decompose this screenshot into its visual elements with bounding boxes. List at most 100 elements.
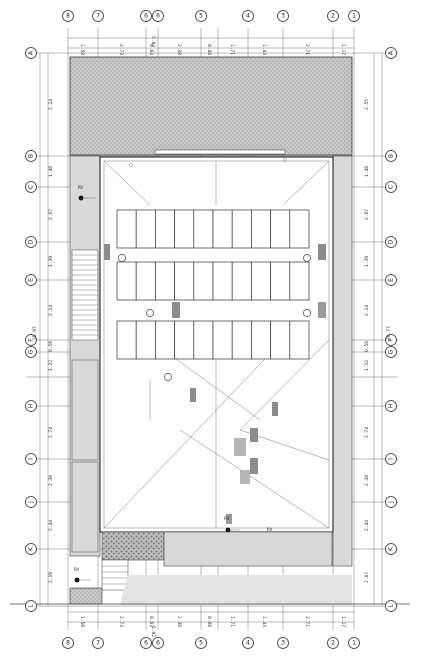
solar-panel	[289, 209, 310, 249]
dimension-value: 1.71	[229, 44, 235, 55]
left-dimension-string	[39, 53, 49, 606]
dimension-value: 2.44	[48, 520, 54, 531]
solar-panel	[193, 320, 214, 360]
solar-panel	[212, 320, 233, 360]
overall-dim-right: 28.77	[386, 326, 392, 340]
roof-drains	[118, 158, 311, 381]
grid-bubble-row: C	[25, 181, 37, 193]
svg-text:7: 7	[96, 13, 100, 20]
grid-bubble-row: L	[385, 600, 397, 612]
dimension-value: 1.48	[364, 166, 370, 177]
dimension-value: 1.71	[229, 616, 235, 627]
grid-bubble-column: 8	[62, 637, 74, 649]
solar-panel	[231, 261, 252, 301]
dimension-value: 1.32	[364, 360, 370, 371]
svg-text:RV: RV	[267, 527, 273, 532]
svg-text:6: 6	[156, 640, 160, 647]
solar-panel-arrays	[116, 209, 310, 360]
svg-text:5: 5	[199, 640, 203, 647]
bottom-left-hatch	[69, 587, 103, 605]
dimension-value: 1.32	[48, 360, 54, 371]
solar-panel	[289, 320, 310, 360]
solar-panel	[193, 209, 214, 249]
dimension-value: 2.38	[364, 475, 370, 486]
grid-bubble-column: 5	[195, 10, 207, 22]
grid-bubble-row: L	[25, 600, 37, 612]
dimension-value: 1.43	[261, 616, 267, 627]
dimension-value: 1.58	[79, 616, 85, 627]
grid-bubble-row: G	[25, 346, 37, 358]
dimension-value: 1.17	[340, 616, 346, 627]
dimension-value: 2.73	[118, 616, 124, 627]
dimension-value: 2.38	[176, 616, 182, 627]
solar-panel	[212, 209, 233, 249]
grid-bubble-row: C	[385, 181, 397, 193]
solar-panel	[135, 320, 156, 360]
solar-panel	[212, 261, 233, 301]
grid-bubble-column: 4	[242, 10, 254, 22]
solar-panel	[251, 209, 271, 249]
overall-dim-left: 28.97	[32, 326, 38, 340]
svg-text:3: 3	[281, 640, 285, 647]
grid-bubble-row: J	[385, 496, 397, 508]
grid-bubble-column: 8	[62, 10, 74, 22]
svg-text:7: 7	[96, 640, 100, 647]
grid-bubble-column: 1	[348, 10, 360, 22]
grid-bubble-row: K	[25, 543, 37, 555]
roof-terrace-top	[69, 56, 353, 156]
bottom-terrace-gray	[163, 531, 333, 567]
svg-text:J: J	[388, 501, 395, 504]
solar-panel	[231, 320, 252, 360]
dimension-value: 1.39	[48, 256, 54, 267]
dimension-value: 1.48	[48, 166, 54, 177]
right-walkway	[332, 155, 353, 567]
grid-bubble-row: B	[25, 150, 37, 162]
planter-area	[101, 531, 165, 561]
grid-bubble-column: 3	[277, 10, 289, 22]
left-walkway	[69, 155, 101, 557]
grid-bubble-row: F	[385, 334, 397, 346]
grid-bubble-row: A	[385, 47, 397, 59]
svg-text:J: J	[28, 501, 35, 504]
solar-panel	[174, 209, 195, 249]
svg-text:1: 1	[352, 13, 356, 20]
ground-shadow	[120, 575, 352, 605]
grid-bubble-row: F	[25, 334, 37, 346]
dimension-value: 2.38	[48, 475, 54, 486]
bottom-dimension-string	[68, 611, 354, 623]
solar-panel	[270, 261, 291, 301]
main-roof-inner	[103, 160, 330, 529]
dimension-value: 2.38	[176, 44, 182, 55]
grid-bubble-row: H	[385, 400, 397, 412]
solar-panel	[270, 320, 291, 360]
solar-panel	[174, 320, 195, 360]
grid-bubble-row: A	[25, 47, 37, 59]
svg-text:2: 2	[331, 640, 335, 647]
grid-bubble-row: E	[385, 274, 397, 286]
dimension-value: 2.71	[304, 44, 310, 55]
solar-panel	[251, 261, 271, 301]
dimension-value: 2.74	[364, 427, 370, 438]
dimension-value: 2.73	[118, 44, 124, 55]
grid-bubble-column: 7	[92, 10, 104, 22]
dimension-value: 0.63	[148, 616, 154, 627]
svg-text:L: L	[28, 604, 35, 608]
solar-panel	[155, 209, 175, 249]
svg-text:D: D	[388, 239, 395, 244]
solar-panel	[155, 261, 175, 301]
grid-bubble-column: 6	[152, 10, 164, 22]
grid-bubble-column: 2	[327, 637, 339, 649]
svg-text:4: 4	[246, 640, 250, 647]
svg-text:RV: RV	[74, 567, 80, 572]
dimension-value: 2.14	[364, 305, 370, 316]
svg-text:A: A	[388, 50, 395, 55]
dimension-value: 2.67	[364, 209, 370, 220]
grid-bubble-row: I	[25, 453, 37, 465]
svg-text:G: G	[388, 349, 395, 354]
svg-text:8: 8	[66, 13, 70, 20]
svg-text:RV: RV	[224, 516, 230, 521]
svg-text:RV: RV	[78, 185, 84, 190]
dimension-value: 2.19	[48, 572, 54, 583]
solar-panel	[231, 209, 252, 249]
